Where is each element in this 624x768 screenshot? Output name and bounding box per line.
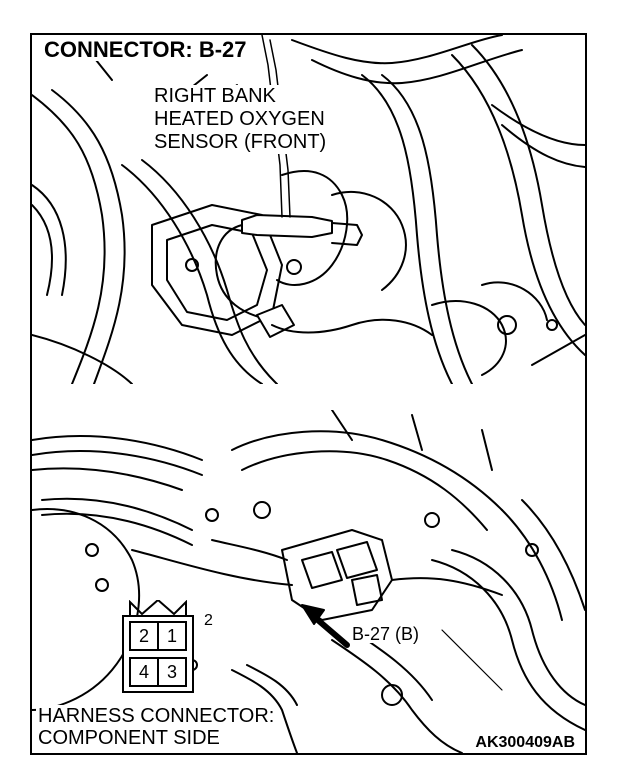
- sensor-label-line2: HEATED OXYGEN: [154, 108, 325, 130]
- pin-2: 2: [138, 626, 149, 646]
- pin-4: 4: [138, 662, 149, 682]
- pin-1: 1: [166, 626, 177, 646]
- connector-outline: [122, 600, 194, 693]
- side-mark: 2: [204, 612, 213, 629]
- harness-label-line1: HARNESS CONNECTOR:: [38, 705, 275, 727]
- sensor-label-line1: RIGHT BANK: [154, 85, 276, 107]
- page-title: CONNECTOR: B-27: [42, 37, 249, 62]
- lower-engine-drawing: [32, 410, 585, 753]
- connector-callout: B-27 (B): [350, 624, 422, 644]
- sensor-label-line3: SENSOR (FRONT): [154, 131, 327, 153]
- sensor-label: RIGHT BANK HEATED OXYGEN SENSOR (FRONT): [152, 85, 329, 154]
- connector-pin-diagram: 2 1 4 3: [120, 600, 196, 700]
- pin-3: 3: [166, 662, 177, 682]
- harness-label: HARNESS CONNECTOR: COMPONENT SIDE: [36, 705, 277, 749]
- figure-code: AK300409AB: [473, 734, 577, 751]
- panel-divider: [32, 384, 585, 410]
- harness-label-line2: COMPONENT SIDE: [38, 727, 220, 749]
- diagram-frame: 2 1 4 3 2 CONNECTOR: B-27 RIGHT BANK HEA…: [30, 33, 587, 755]
- lower-engine-illustration: [32, 410, 585, 753]
